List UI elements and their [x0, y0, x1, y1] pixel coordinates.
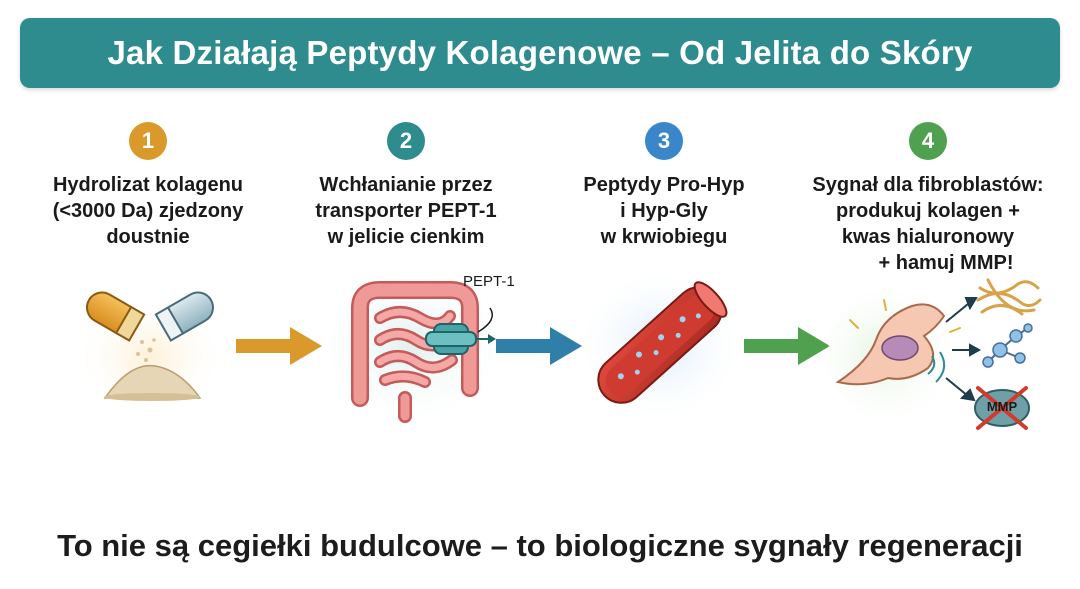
- step-2: 2 Wchłanianie przez transporter PEPT-1 w…: [286, 122, 526, 250]
- step-badge: 1: [129, 122, 167, 160]
- page-title: Jak Działają Peptydy Kolagenowe – Od Jel…: [107, 34, 973, 71]
- bottom-tagline: To nie są cegiełki budulcowe – to biolog…: [57, 528, 1023, 563]
- step-1: 1 Hydrolizat kolagenu (<3000 Da) zjedzon…: [28, 122, 268, 250]
- step-description: Wchłanianie przez transporter PEPT-1 w j…: [315, 174, 497, 248]
- title-banner: Jak Działają Peptydy Kolagenowe – Od Jel…: [20, 18, 1060, 88]
- step-description: Peptydy Pro-Hyp i Hyp-Gly w krwiobiegu: [583, 174, 745, 248]
- step-description: Hydrolizat kolagenu (<3000 Da) zjedzony …: [52, 174, 244, 248]
- step-badge: 3: [645, 122, 683, 160]
- flow-arrow-1: [236, 327, 322, 365]
- blood-vessel-icon: [582, 273, 738, 417]
- capsule-powder-icon: [72, 290, 228, 410]
- fibroblast-icon: [828, 278, 1042, 430]
- step-3: 3 Peptydy Pro-Hyp i Hyp-Gly w krwiobiegu: [544, 122, 784, 250]
- step-badge: 4: [909, 122, 947, 160]
- flow-arrow-2: [496, 327, 582, 365]
- pept1-label: PEPT-1: [463, 273, 515, 290]
- flow-arrow-3: [744, 327, 830, 365]
- step-badge: 2: [387, 122, 425, 160]
- intestine-icon: [330, 271, 510, 423]
- step-description: Sygnał dla fibroblastów: produkuj kolage…: [812, 174, 1044, 274]
- step-4: 4 Sygnał dla fibroblastów: produkuj kola…: [798, 122, 1058, 276]
- mmp-label: MMP: [986, 399, 1018, 414]
